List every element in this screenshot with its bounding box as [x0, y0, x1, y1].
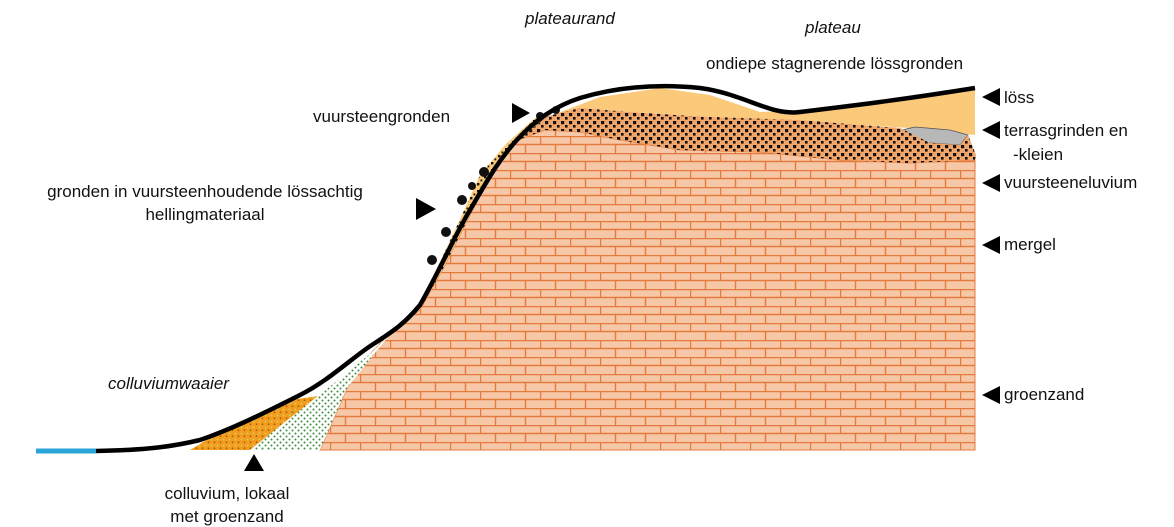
arrow-vuursteeneluvium [982, 174, 1000, 192]
arrow-loss [982, 88, 1000, 106]
label-vuursteengronden: vuursteengronden [313, 107, 450, 126]
label-colluviumwaaier: colluviumwaaier [108, 374, 230, 393]
label-helling-1: gronden in vuursteenhoudende lössachtig [47, 182, 363, 201]
label-terras-1: terrasgrinden en [1004, 121, 1128, 140]
mergel-layer [320, 130, 975, 450]
label-vuursteeneluvium: vuursteeneluvium [1004, 173, 1137, 192]
label-loss: löss [1004, 88, 1034, 107]
label-terras-2: -kleien [1013, 145, 1063, 164]
label-groenzand: groenzand [1004, 385, 1084, 404]
arrow-groenzand [982, 386, 1000, 404]
arrow-colluvium [244, 454, 264, 471]
label-plateaurand: plateaurand [524, 9, 615, 28]
label-colluvium-2: met groenzand [170, 507, 283, 526]
arrow-terras [982, 121, 1000, 139]
label-helling-2: hellingmateriaal [145, 205, 264, 224]
arrow-helling [416, 198, 436, 220]
arrow-mergel [982, 236, 1000, 254]
label-plateau: plateau [804, 18, 861, 37]
label-ondiepe: ondiepe stagnerende lössgronden [706, 54, 963, 73]
arrow-vuursteengronden [512, 103, 530, 123]
label-mergel: mergel [1004, 235, 1056, 254]
label-colluvium-1: colluvium, lokaal [165, 484, 290, 503]
